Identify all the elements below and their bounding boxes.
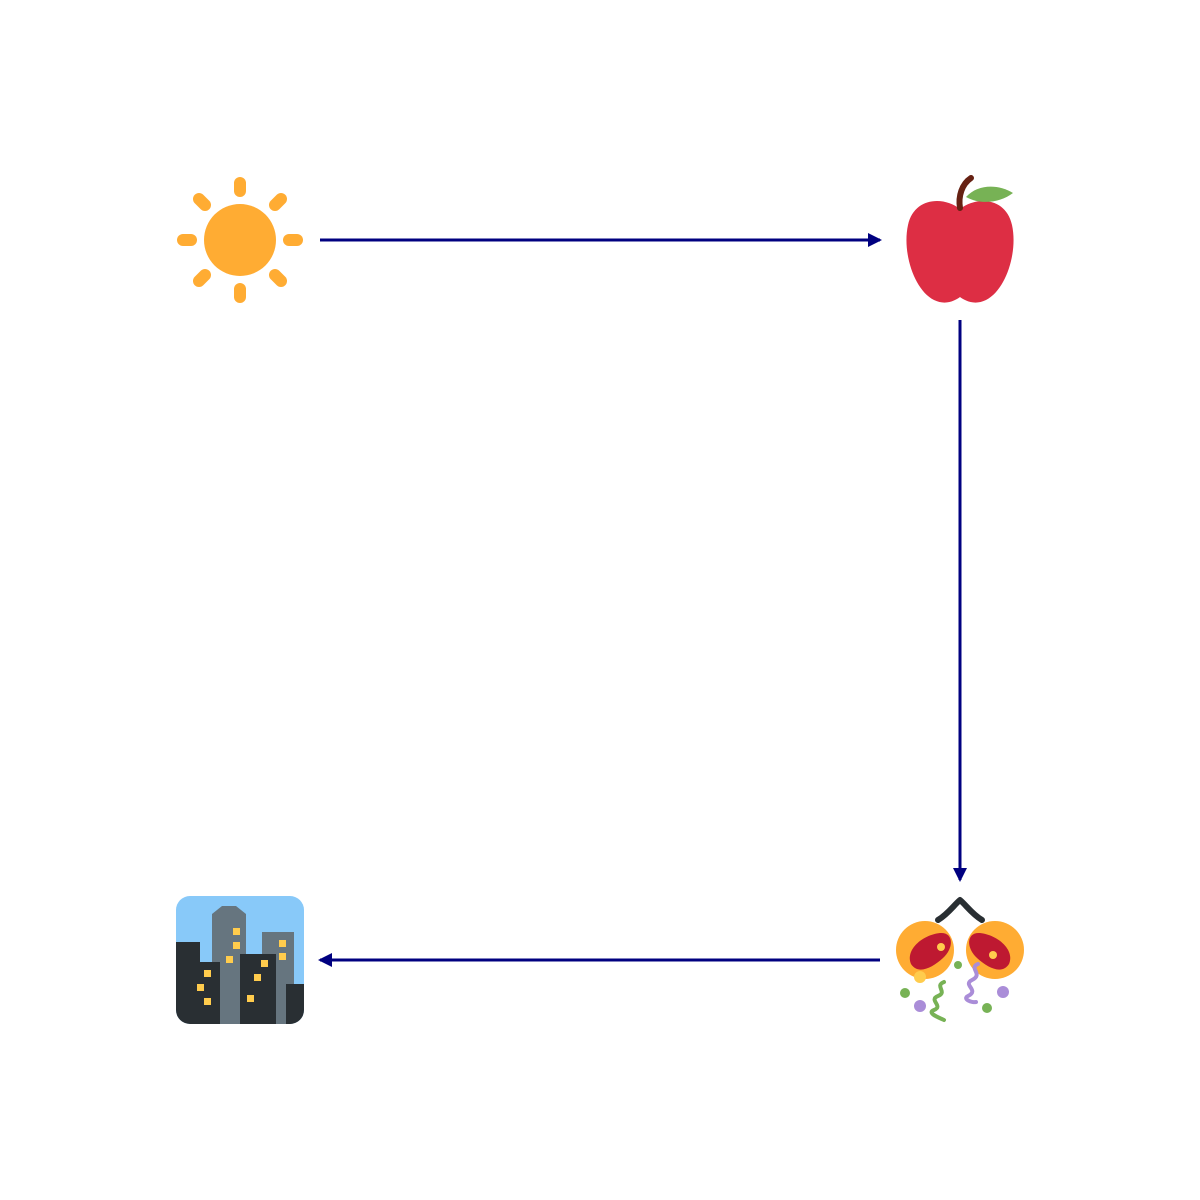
apple-icon bbox=[906, 175, 1014, 303]
night-city-icon bbox=[176, 896, 304, 1024]
party-popper-icon bbox=[896, 897, 1024, 1022]
sun-icon bbox=[177, 177, 303, 303]
